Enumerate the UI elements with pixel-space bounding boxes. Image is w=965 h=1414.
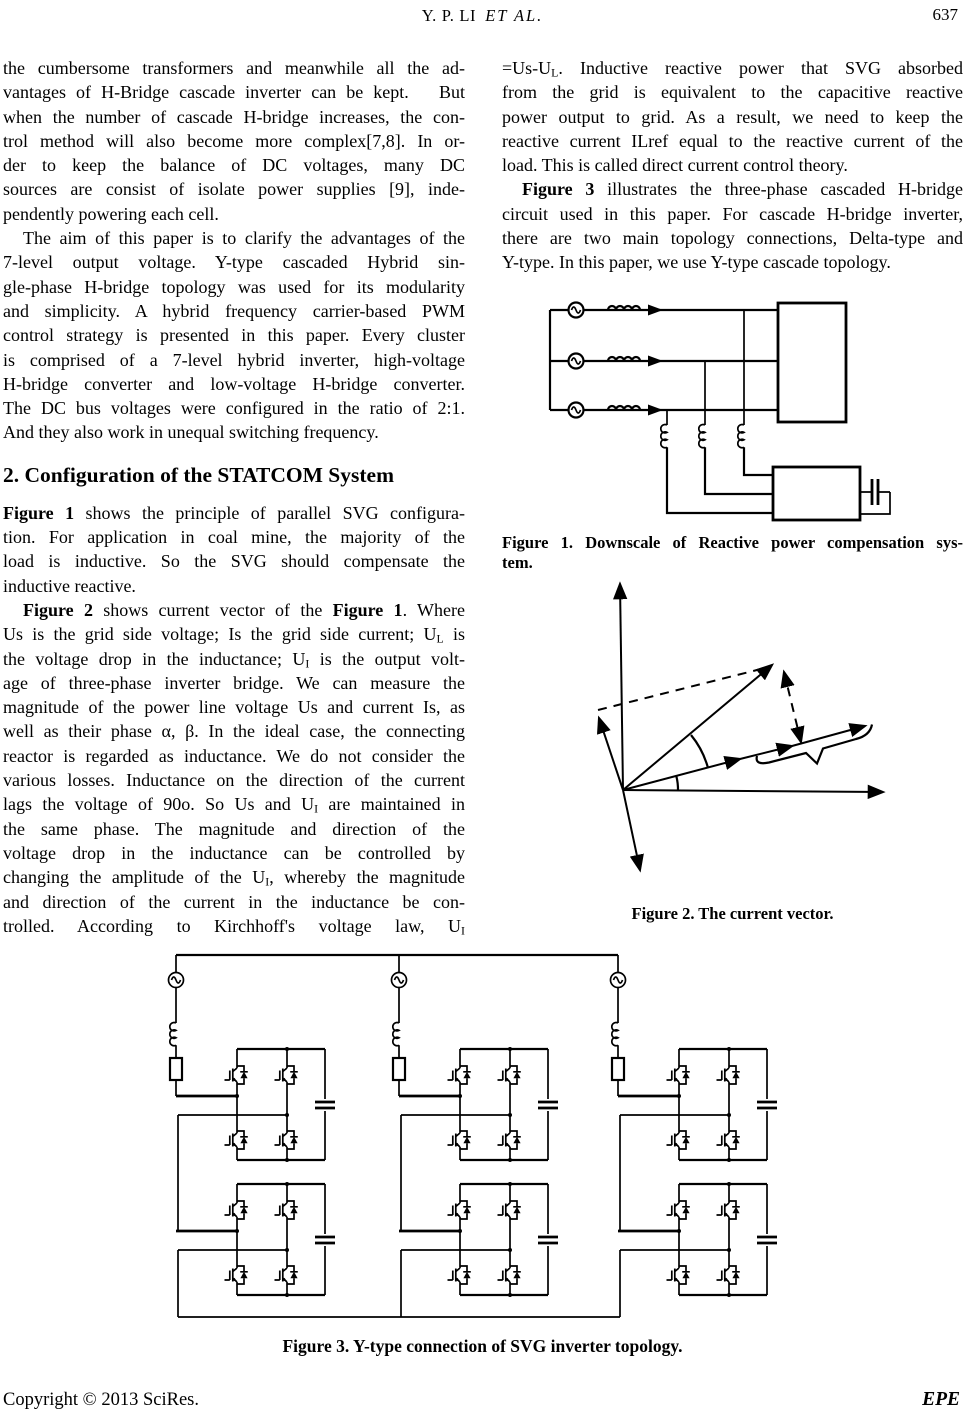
voltage-vector-arrow — [622, 663, 775, 791]
left-column-text-top: the cumbersome transformers and meanwhil… — [3, 58, 465, 443]
axes — [613, 581, 886, 873]
right-column: =Us-UL. Inductive reactive power that SV… — [502, 56, 963, 275]
footer-journal: EPE — [922, 1389, 960, 1410]
left-column: the cumbersome transformers and meanwhil… — [3, 56, 465, 938]
right-column-text: =Us-UL. Inductive reactive power that SV… — [502, 58, 963, 273]
figure2-current-vector-diagram — [597, 581, 886, 873]
running-head: Y. P. LI ET AL. — [0, 6, 965, 26]
running-head-authors: Y. P. LI — [421, 6, 477, 25]
current-arrow-icon — [648, 304, 663, 416]
figure3-caption: Figure 3. Y-type connection of SVG inver… — [282, 1336, 683, 1356]
phase-c-cluster — [611, 955, 778, 1317]
figure1-compensation-system-diagram — [548, 301, 891, 522]
load-block — [776, 301, 848, 424]
running-head-etal: ET AL. — [485, 6, 544, 25]
line-inductor-icon — [606, 304, 642, 411]
page-number: 637 — [932, 5, 959, 24]
left-column-text-bottom: Figure 1 shows the principle of parallel… — [3, 502, 465, 938]
current-vector-arrows — [622, 723, 868, 791]
construction-dashed-lines — [597, 667, 805, 745]
footer-copyright: Copyright © 2013 SciRes. — [3, 1390, 199, 1410]
brace-icon — [755, 724, 874, 766]
section-heading: 2. Configuration of the STATCOM System — [3, 462, 394, 487]
dc-capacitor-icon — [860, 479, 891, 515]
ac-source-icon — [567, 301, 585, 419]
phase-b-cluster — [392, 955, 559, 1317]
figure1-caption: Figure 1. Downscale of Reactive power co… — [502, 533, 963, 572]
phase-a-cluster — [169, 955, 336, 1317]
inductance-vector-arrow — [597, 715, 624, 791]
figure3-inverter-topology-diagram — [160, 953, 810, 1323]
figure2-caption: Figure 2. The current vector. — [631, 904, 834, 923]
angle-arcs — [675, 734, 710, 791]
svg-converter-block — [771, 465, 862, 522]
shunt-reactor-branches — [660, 310, 773, 515]
